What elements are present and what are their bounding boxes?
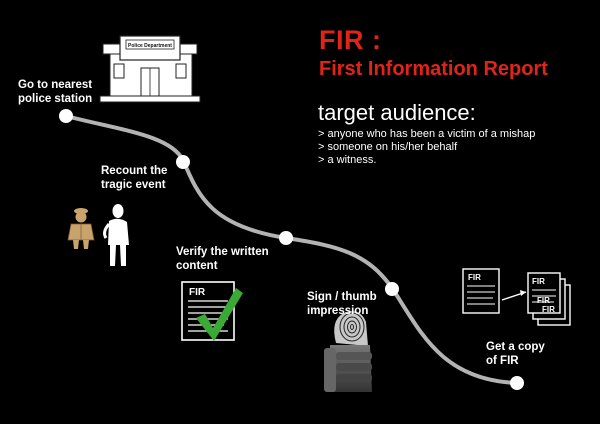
step-node-1	[59, 109, 73, 123]
page-subtitle: First Information Report	[319, 58, 548, 80]
step-node-3	[279, 231, 293, 245]
audience-item: > someone on his/her behalf	[318, 141, 458, 153]
checkmark-icon	[196, 288, 243, 341]
step-label-3: Verify the written content	[176, 245, 269, 273]
step-node-4	[385, 282, 399, 296]
copy-form-label-2: FIR	[532, 277, 545, 286]
step-label-1: Go to nearest police station	[18, 78, 92, 106]
step-label-line: tragic event	[101, 179, 166, 191]
verified-document-icon: FIR	[181, 281, 243, 341]
step-label-line: Recount the	[101, 165, 168, 177]
step-label-line: Sign / thumb	[307, 291, 377, 303]
step-label-line: of FIR	[486, 355, 519, 367]
copy-form-label-1: FIR	[468, 273, 481, 282]
audience-item: > anyone who has been a victim of a mish…	[318, 128, 536, 140]
verify-form-label: FIR	[189, 287, 206, 298]
step-label-line: Go to nearest	[18, 79, 93, 91]
step-label-4: Sign / thumb impression	[307, 290, 377, 318]
police-station-icon: Police Department	[99, 35, 201, 103]
page-title: FIR :	[319, 25, 382, 55]
step-label-2: Recount the tragic event	[101, 164, 167, 192]
audience-heading: target audience:	[318, 100, 476, 125]
officer-and-witness-icon	[67, 204, 129, 266]
step-label-line: police station	[18, 93, 93, 105]
audience-item: > a witness.	[318, 154, 377, 166]
copy-form-label-4: FIR	[542, 305, 555, 314]
step-label-5: Get a copy of FIR	[486, 340, 545, 368]
thumb-impression-icon	[324, 311, 372, 392]
copy-form-label-3: FIR	[537, 296, 550, 305]
step-label-line: impression	[307, 305, 369, 317]
step-label-line: Get a copy	[486, 341, 545, 353]
fir-copies-icon: FIR FIR FIR FIR	[462, 268, 571, 326]
step-label-line: content	[176, 260, 218, 272]
step-node-2	[176, 155, 190, 169]
step-label-line: Verify the written	[176, 246, 269, 258]
police-station-sign: Police Department	[128, 43, 172, 49]
audience-list: > anyone who has been a victim of a mish…	[318, 128, 535, 167]
step-node-5	[510, 376, 524, 390]
